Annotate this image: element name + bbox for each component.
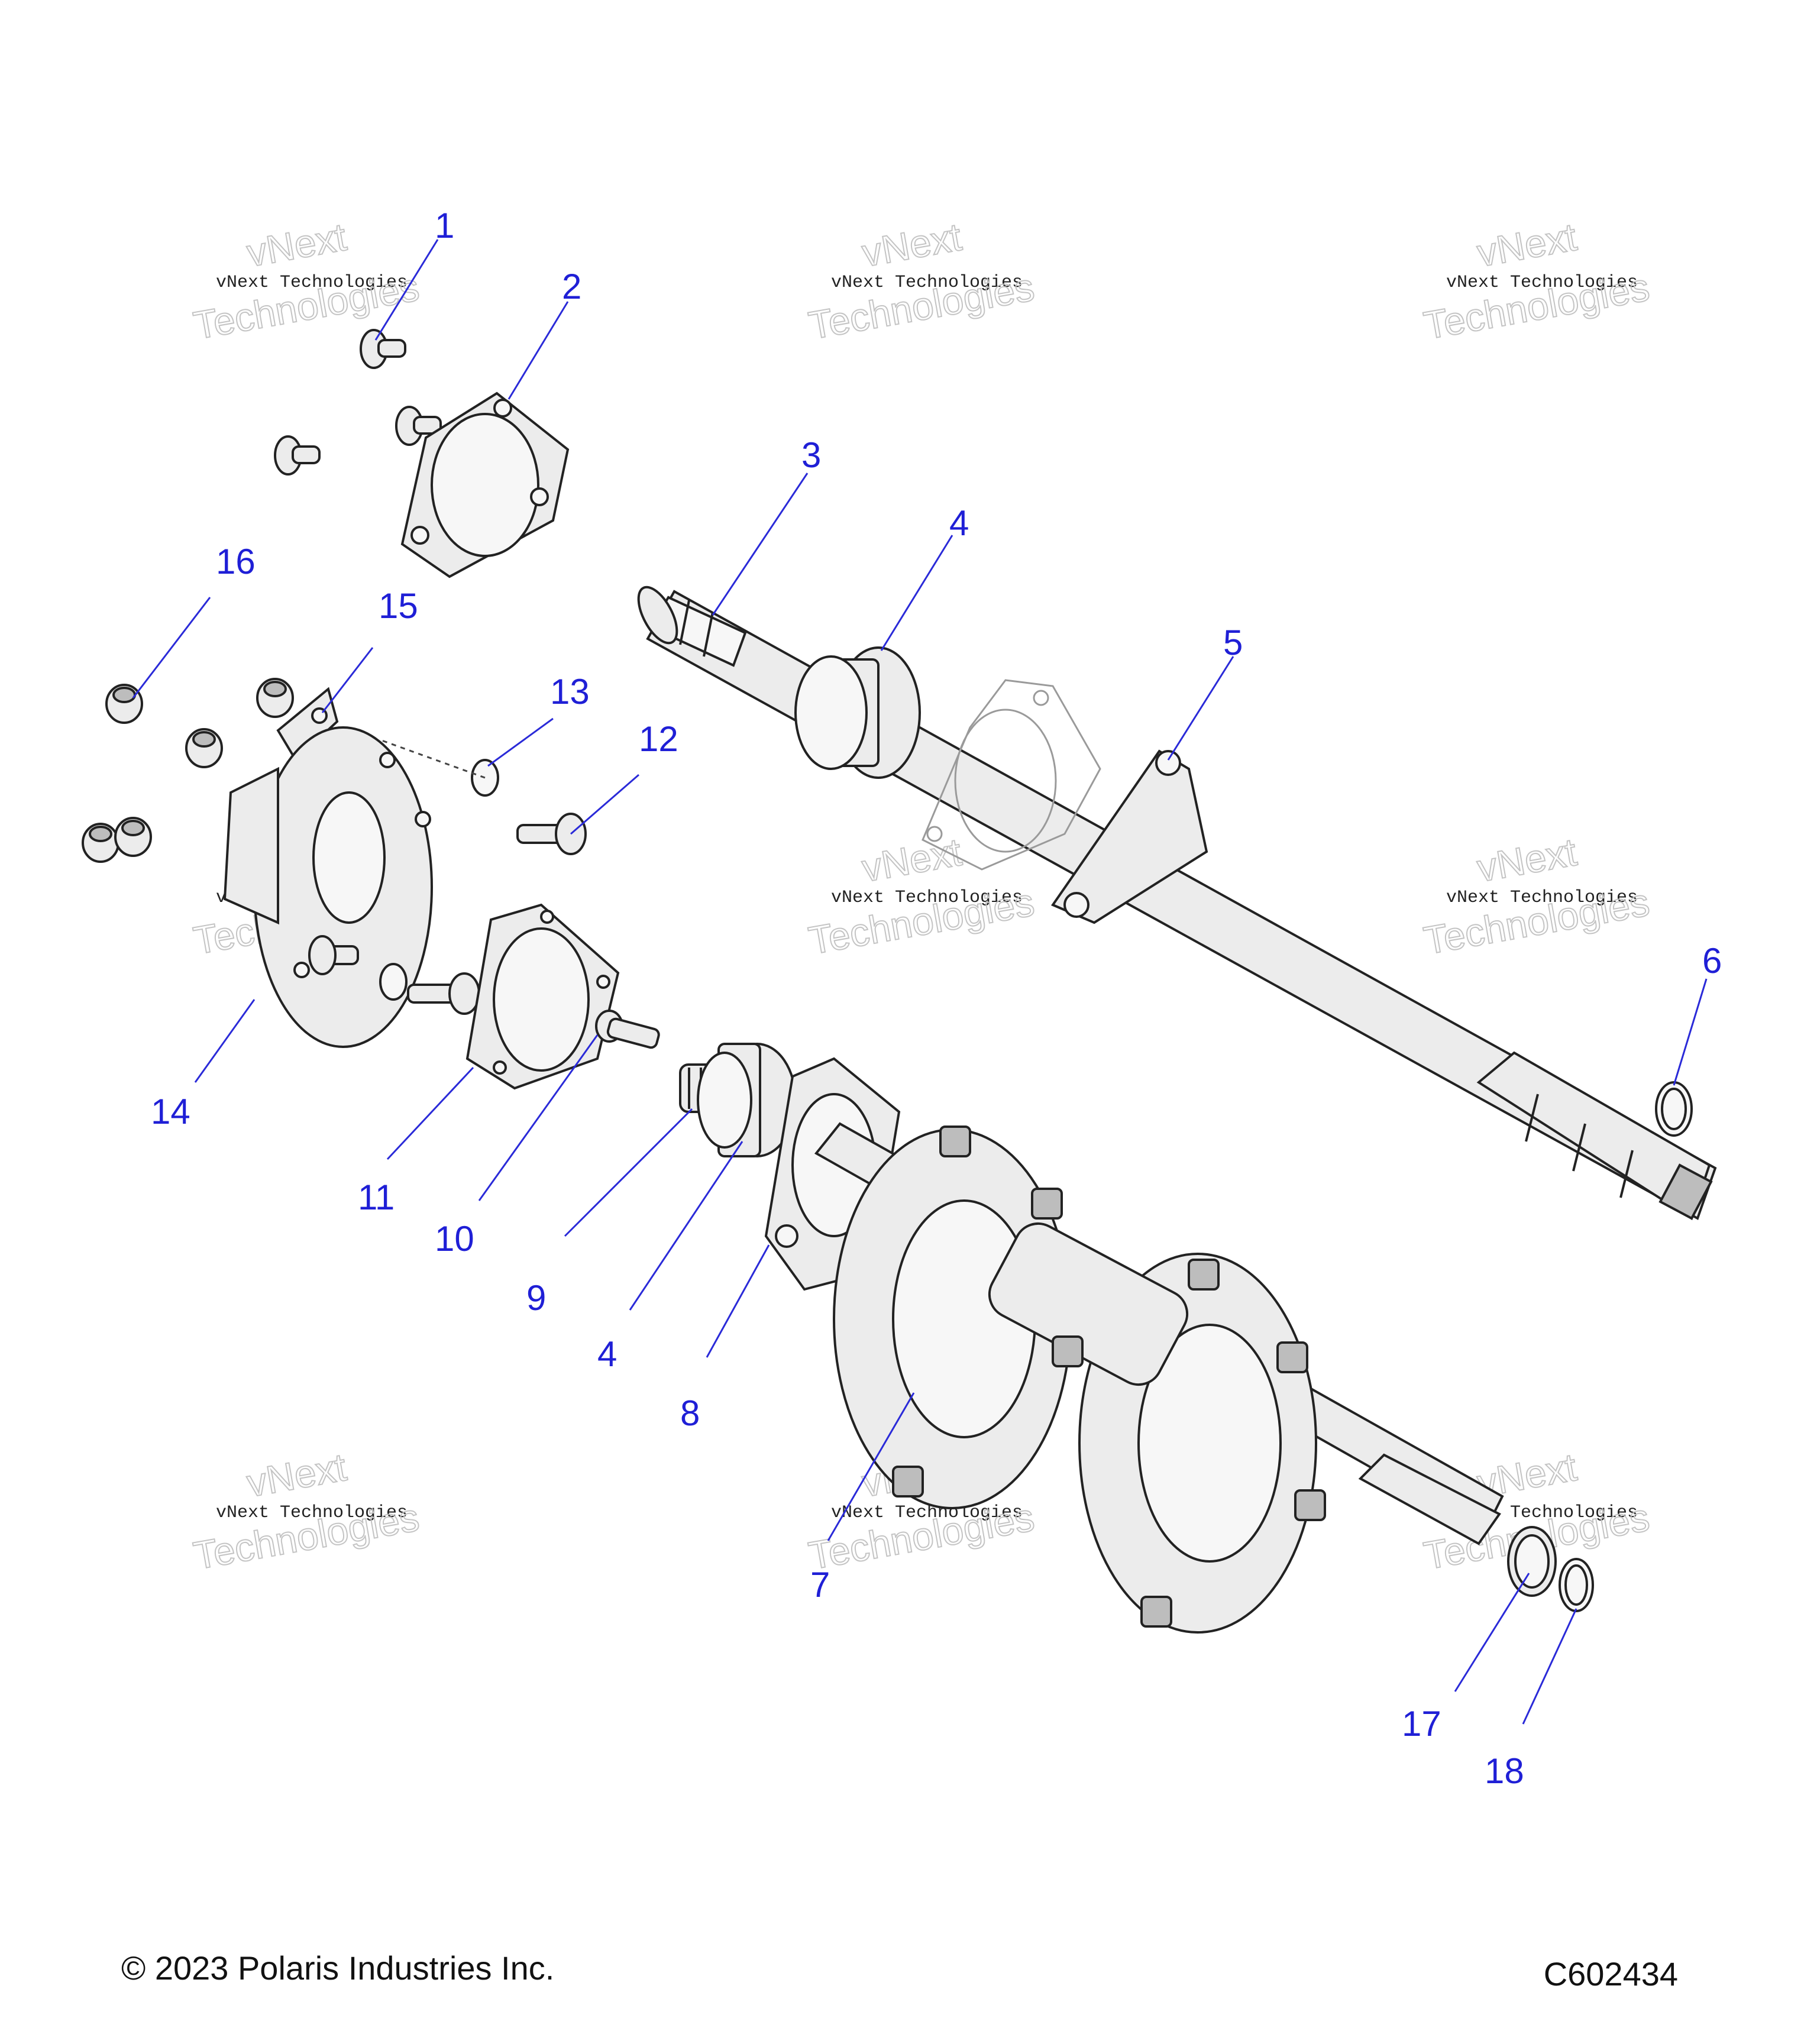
- callout-2: 2: [562, 267, 581, 306]
- gasket-plate-11: [465, 903, 620, 1090]
- watermark-brand: vNext: [1474, 830, 1580, 890]
- bearing-collar-upper: [794, 646, 921, 779]
- callout-4-lower: 4: [597, 1334, 617, 1374]
- watermark-brand: vNext: [1474, 215, 1580, 275]
- figure-id: C602434: [1543, 1955, 1678, 1993]
- watermark-brand: vNext: [859, 830, 965, 890]
- callout-9: 9: [526, 1278, 546, 1318]
- bearing-flange-plate: [400, 392, 570, 578]
- bearing-ring-17: [1507, 1526, 1557, 1597]
- callout-7: 7: [810, 1565, 830, 1605]
- ghost-flange-outline: [922, 679, 1101, 871]
- callout-16: 16: [216, 542, 256, 581]
- flange-bracket: [1050, 749, 1208, 924]
- callout-8: 8: [680, 1393, 700, 1433]
- callout-3: 3: [801, 435, 821, 475]
- watermark-brand: vNext: [244, 215, 350, 275]
- callout-4: 4: [949, 503, 969, 543]
- watermark-text: vNext Technologies: [831, 273, 1023, 293]
- watermark-text: vNext Technologies: [216, 1503, 408, 1523]
- callout-13: 13: [550, 672, 590, 711]
- callout-12: 12: [639, 719, 678, 759]
- snap-ring-18: [1559, 1558, 1594, 1612]
- leader-lines: [132, 239, 1708, 1725]
- carriage-bolts-1: [274, 329, 442, 476]
- watermark-text: vNext Technologies: [831, 1503, 1023, 1523]
- flange-nuts-16: [82, 678, 294, 863]
- callout-11: 11: [358, 1178, 395, 1217]
- watermark-text: vNext Technologies: [216, 273, 408, 293]
- bolts-12: [308, 813, 587, 1015]
- watermark-text: vNext Technologies: [1446, 273, 1638, 293]
- rear-axle-shaft: [637, 586, 1717, 1221]
- drive-sprocket-assembly: [814, 1122, 1504, 1634]
- watermark-text: vNext Technologies: [831, 888, 1023, 908]
- callout-14: 14: [151, 1092, 190, 1131]
- snap-ring-6: [1655, 1081, 1693, 1137]
- hub-14: [223, 726, 433, 1048]
- watermark-brand: vNext: [859, 215, 965, 275]
- callout-labels: 1 2 3 4 5 6 7 8 9 10 11 12 13 14 15 16 1…: [151, 206, 1722, 1791]
- callout-5: 5: [1223, 623, 1243, 662]
- callout-1: 1: [435, 206, 454, 245]
- pin-10: [595, 1010, 660, 1049]
- callout-6: 6: [1702, 941, 1722, 981]
- callout-18: 18: [1485, 1751, 1524, 1791]
- callout-15: 15: [379, 586, 418, 626]
- watermark-text: vNext Technologies: [1446, 888, 1638, 908]
- copyright-notice: © 2023 Polaris Industries Inc.: [121, 1949, 555, 1987]
- callout-17: 17: [1402, 1704, 1441, 1744]
- watermark-brand: vNext: [244, 1445, 350, 1505]
- callout-10: 10: [435, 1219, 474, 1259]
